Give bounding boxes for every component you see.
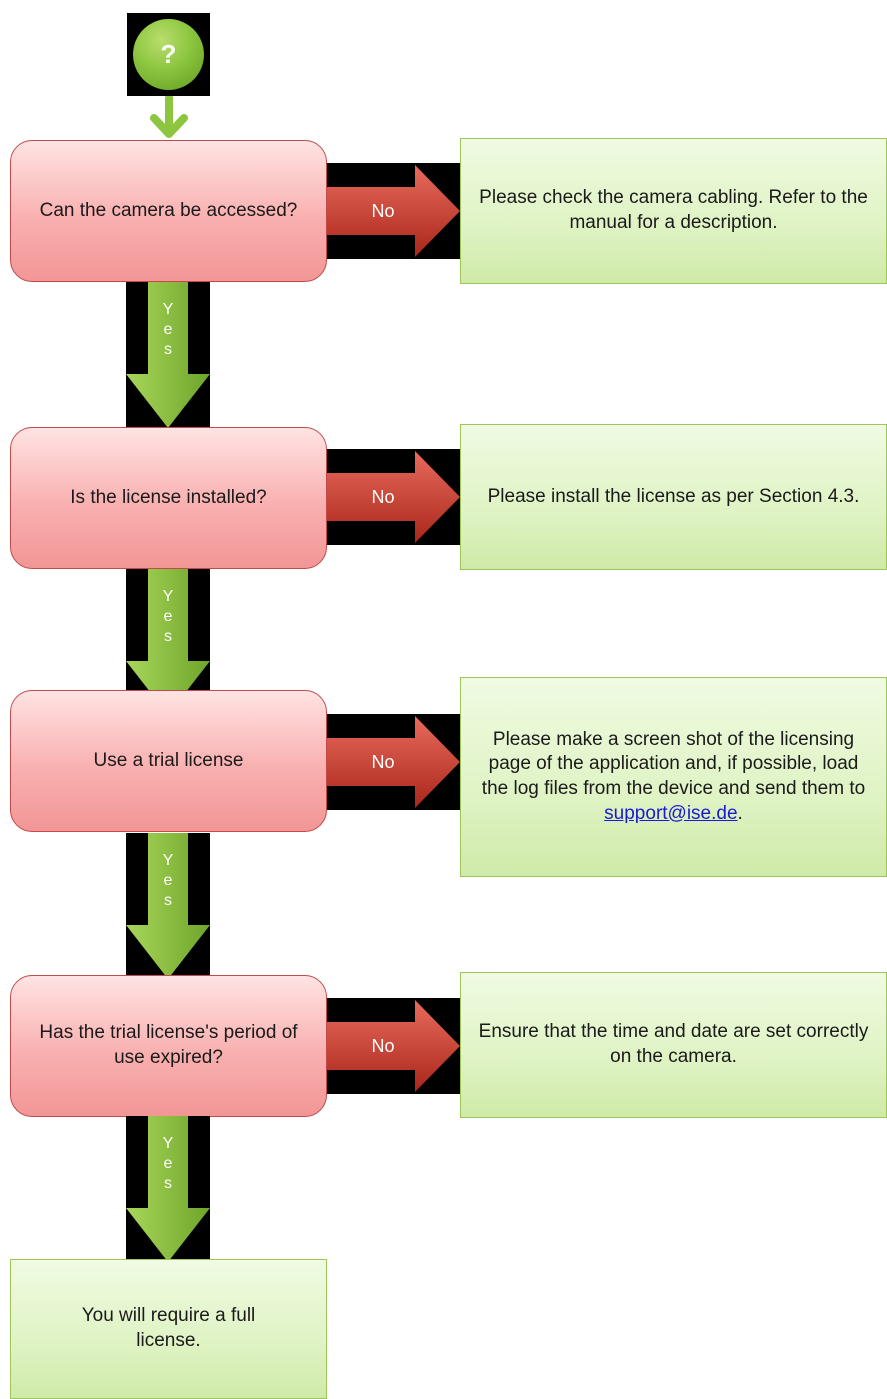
result-3-text: Please make a screen shot of the licensi… xyxy=(475,728,872,827)
support-email-link[interactable]: support@ise.de xyxy=(604,802,738,824)
result-2: Please install the license as per Sectio… xyxy=(460,424,887,570)
result-3-suffix: . xyxy=(737,802,743,824)
result-3-body: Please make a screen shot of the licensi… xyxy=(481,728,866,799)
decision-4-text: Has the trial license's period of use ex… xyxy=(39,1022,298,1068)
result-1: Please check the camera cabling. Refer t… xyxy=(460,138,887,284)
yes-label-1-text: Yes xyxy=(162,301,174,358)
final-result-text: You will require a full license. xyxy=(81,1305,256,1351)
start-node: ? xyxy=(127,13,210,96)
result-4: Ensure that the time and date are set co… xyxy=(460,972,887,1118)
yes-label-4: Yes xyxy=(156,1134,180,1194)
decision-3-text: Use a trial license xyxy=(93,749,244,771)
start-arrow xyxy=(150,96,188,138)
start-question-mark: ? xyxy=(133,19,204,90)
yes-label-1: Yes xyxy=(156,300,180,360)
yes-arrow-4: Yes xyxy=(126,1116,210,1262)
no-label-3: No xyxy=(371,751,395,772)
yes-arrow-1: Yes xyxy=(126,282,210,428)
result-2-text: Please install the license as per Sectio… xyxy=(487,485,860,507)
yes-label-2: Yes xyxy=(156,587,180,647)
yes-label-2-text: Yes xyxy=(162,588,174,645)
final-result: You will require a full license. xyxy=(10,1259,327,1399)
no-label-4: No xyxy=(371,1035,395,1056)
decision-1-text: Can the camera be accessed? xyxy=(39,199,298,221)
yes-arrow-3: Yes xyxy=(126,833,210,979)
decision-2: Is the license installed? xyxy=(10,427,327,569)
decision-1: Can the camera be accessed? xyxy=(10,140,327,282)
result-1-text: Please check the camera cabling. Refer t… xyxy=(479,187,868,233)
no-arrow-2: No xyxy=(327,449,460,545)
no-arrow-3: No xyxy=(327,714,460,810)
result-3: Please make a screen shot of the licensi… xyxy=(460,677,887,877)
decision-4: Has the trial license's period of use ex… xyxy=(10,975,327,1117)
no-arrow-4: No xyxy=(327,998,460,1094)
no-label-2: No xyxy=(371,486,395,507)
no-arrow-1: No xyxy=(327,163,460,259)
yes-label-3-text: Yes xyxy=(162,852,174,909)
no-label-1: No xyxy=(371,200,395,221)
yes-label-3: Yes xyxy=(156,851,180,911)
yes-label-4-text: Yes xyxy=(162,1135,174,1192)
decision-2-text: Is the license installed? xyxy=(70,486,267,508)
decision-3: Use a trial license xyxy=(10,690,327,832)
result-4-text: Ensure that the time and date are set co… xyxy=(478,1021,869,1067)
